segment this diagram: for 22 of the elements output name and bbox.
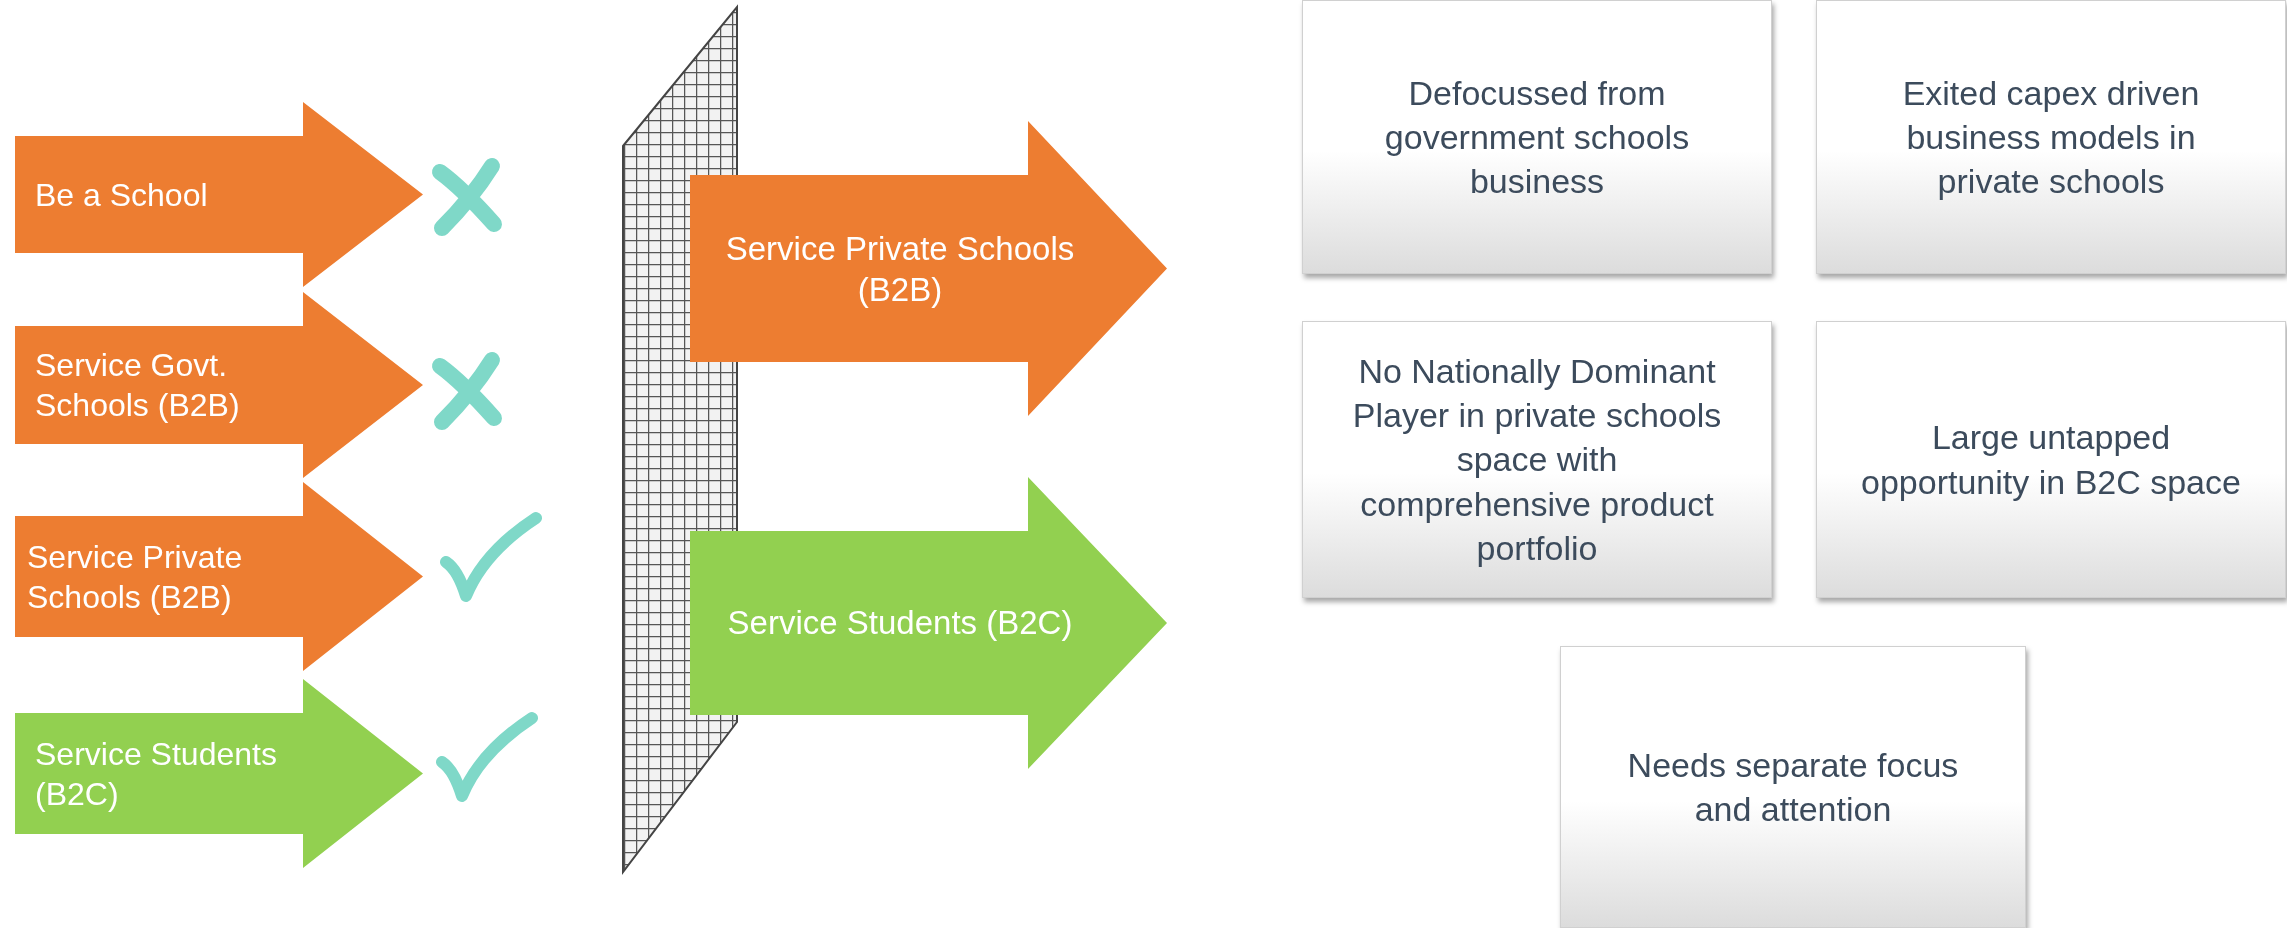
arrow-label: Service Students (B2C) (35, 734, 278, 814)
text-card (1816, 321, 2286, 598)
card-text: Exited capex driven business models in private schools (1901, 72, 2201, 203)
arrow-shaped-banner (690, 477, 1167, 769)
arrow-label: Service Private Schools (B2B) (27, 537, 244, 617)
arrow-shaped-banner (15, 482, 423, 671)
arrow-label: Service Govt. Schools (B2B) (35, 346, 241, 425)
text-card (1302, 0, 1772, 274)
arrow-shaped-banner (15, 292, 423, 478)
arrow-label: Service Private Schools (B2B) (724, 228, 1076, 310)
card-text: No Nationally Dominant Player in private schools space with comprehensive product portfolio (1351, 351, 1723, 569)
arrow-shaped-banner (15, 679, 423, 868)
arrow-shaped-banner (690, 121, 1167, 416)
text-card (1560, 646, 2026, 928)
card-text: Large untapped opportunity in B2C space (1860, 417, 2242, 503)
arrow-label: Be a School (35, 175, 209, 215)
text-card (1816, 0, 2286, 274)
arrow-shaped-banner (15, 102, 423, 287)
card-text: Defocussed from government schools business (1383, 72, 1691, 203)
arrow-label: Service Students (B2C) (726, 603, 1074, 644)
text-card (1302, 321, 1772, 598)
card-text: Needs separate focus and attention (1626, 744, 1960, 830)
